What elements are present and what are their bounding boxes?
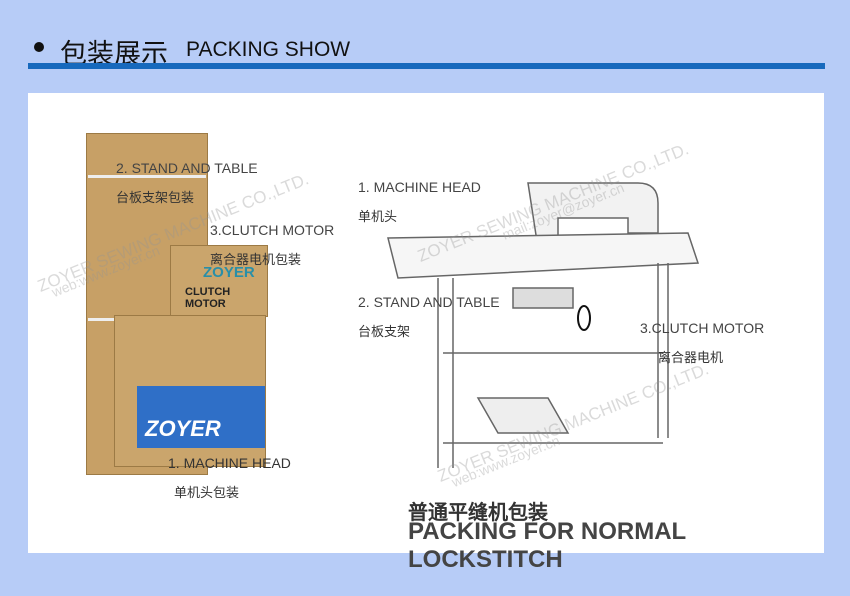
header-divider — [28, 63, 825, 69]
label-stand-table-cn: 台板支架包装 — [116, 191, 195, 206]
label-clutch-motor-cn: 离合器电机包装 — [210, 253, 302, 268]
box-brand: ZOYER — [145, 416, 221, 441]
machine-head-box: ZOYER — [114, 315, 266, 467]
caption-en: PACKING FOR NORMAL LOCKSTITCH — [408, 518, 686, 573]
section-header: 包装展示 PACKING SHOW — [28, 28, 828, 70]
label-machine-head: 1. MACHINE HEAD — [358, 179, 481, 195]
clutch-motor-box: ZOYER CLUTCH MOTOR — [170, 245, 268, 317]
box-brand: ZOYER — [203, 264, 255, 281]
section-title-en: PACKING SHOW — [186, 38, 351, 61]
machine-drawing — [387, 182, 700, 468]
label-stand-table: 2. STAND AND TABLE — [358, 294, 500, 310]
label-stand-table-cn: 台板支架 — [358, 325, 411, 340]
caption-cn: 普通平缝机包装 — [408, 500, 548, 524]
label-machine-head-cn: 单机头包装 — [174, 486, 240, 501]
label-stand-table: 2. STAND AND TABLE — [116, 160, 258, 176]
label-clutch-motor: 3.CLUTCH MOTOR — [640, 320, 765, 336]
label-clutch-motor-cn: 离合器电机 — [658, 351, 724, 366]
label-machine-head: 1. MACHINE HEAD — [168, 455, 291, 471]
bullet-icon — [34, 42, 44, 52]
label-clutch-motor: 3.CLUTCH MOTOR — [210, 222, 335, 238]
strap — [88, 175, 206, 178]
box-motor-text: CLUTCH MOTOR — [185, 286, 231, 310]
label-machine-head-cn: 单机头 — [358, 210, 398, 225]
box-blue-band: ZOYER — [137, 386, 265, 448]
packing-image-panel: ZOYER CLUTCH MOTOR ZOYER 2. STAND AND TA… — [28, 93, 824, 573]
